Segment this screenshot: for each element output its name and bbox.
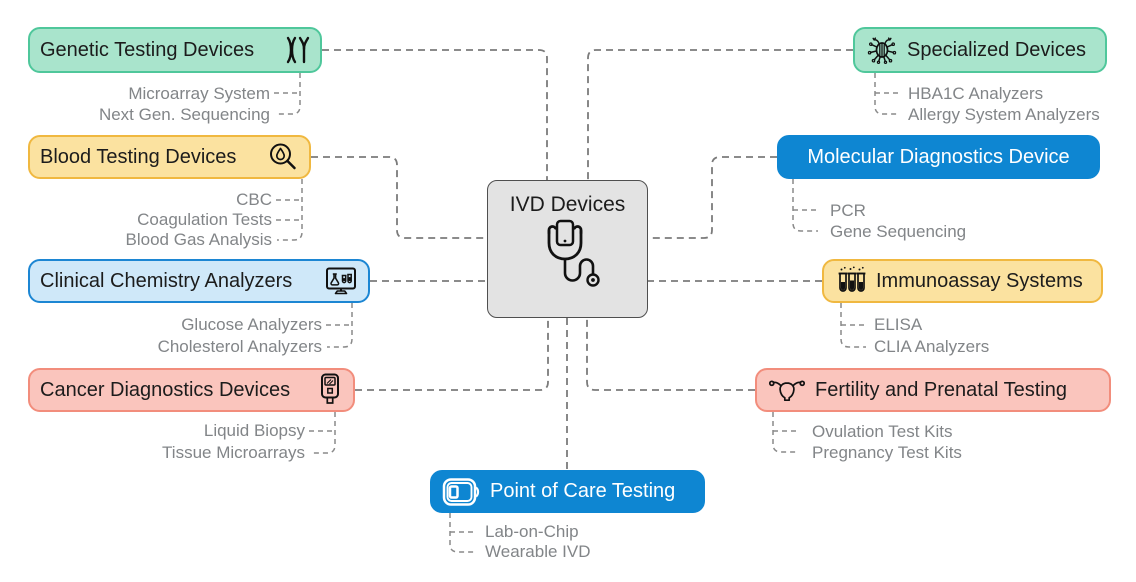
stethoscope-phone-icon — [547, 219, 600, 287]
nanobot-icon — [867, 37, 897, 64]
branch-item: Microarray System — [128, 84, 270, 103]
blood-magnifier-icon — [270, 143, 296, 170]
branch-item: Ovulation Test Kits — [812, 422, 953, 441]
node-genetic-testing-devices: Genetic Testing Devices — [28, 27, 322, 73]
branch-blood-items: CBC Coagulation Tests Blood Gas Analysis — [126, 190, 272, 250]
branch-item: Liquid Biopsy — [203, 421, 305, 440]
branch-cancer-items: Liquid Biopsy Tissue Microarrays — [162, 420, 305, 464]
branch-molecular-items: PCR Gene Sequencing — [830, 200, 966, 242]
node-label: Genetic Testing Devices — [40, 38, 255, 61]
branch-item: Blood Gas Analysis — [125, 230, 272, 249]
branch-item: HBA1C Analyzers — [908, 84, 1044, 103]
branch-item: Wearable IVD — [485, 542, 591, 561]
node-blood-testing-devices: Blood Testing Devices — [28, 135, 311, 179]
poc-meter-icon — [442, 477, 480, 506]
analyzer-monitor-icon — [326, 267, 356, 295]
branch-item: Allergy System Analyzers — [908, 105, 1100, 124]
branch-item: Next Gen. Sequencing — [98, 105, 270, 124]
chromosome-icon — [286, 36, 310, 64]
node-label: Point of Care Testing — [490, 480, 676, 502]
branch-item: Cholesterol Analyzers — [157, 337, 322, 356]
node-cancer-diagnostics-devices: Cancer Diagnostics Devices — [28, 368, 355, 412]
node-ivd-devices: IVD Devices — [487, 180, 648, 318]
uterus-icon — [768, 380, 806, 402]
node-label: Blood Testing Devices — [40, 145, 237, 168]
node-label: Molecular Diagnostics Device — [807, 145, 1070, 168]
branch-item: CLIA Analyzers — [874, 337, 990, 356]
center-title: IVD Devices — [509, 193, 626, 216]
branch-poc-items: Lab-on-Chip Wearable IVD — [485, 522, 591, 562]
branch-item: CBC — [236, 190, 272, 209]
branch-item: Glucose Analyzers — [181, 315, 322, 334]
node-label: Clinical Chemistry Analyzers — [40, 269, 293, 292]
branch-item: PCR — [830, 201, 866, 220]
branch-item: Pregnancy Test Kits — [812, 443, 962, 462]
node-label: Fertility and Prenatal Testing — [815, 378, 1067, 401]
branch-clinical-items: Glucose Analyzers Cholesterol Analyzers — [158, 314, 322, 358]
branch-immunoassay-items: ELISA CLIA Analyzers — [874, 314, 989, 358]
branch-fertility-items: Ovulation Test Kits Pregnancy Test Kits — [812, 421, 962, 463]
node-immunoassay-systems: Immunoassay Systems — [822, 259, 1103, 303]
node-label: Specialized Devices — [907, 38, 1086, 61]
branch-item: Gene Sequencing — [830, 222, 967, 241]
branch-item: Lab-on-Chip — [485, 522, 579, 541]
node-specialized-devices: Specialized Devices — [853, 27, 1107, 73]
test-tubes-icon — [838, 266, 866, 292]
branch-item: Coagulation Tests — [137, 210, 272, 229]
node-fertility-and-prenatal-testing: Fertility and Prenatal Testing — [755, 368, 1111, 412]
node-label: Immunoassay Systems — [876, 269, 1083, 292]
handheld-meter-icon — [321, 373, 339, 404]
branch-specialized-items: HBA1C Analyzers Allergy System Analyzers — [908, 83, 1100, 125]
node-clinical-chemistry-analyzers: Clinical Chemistry Analyzers — [28, 259, 370, 303]
branch-item: Tissue Microarrays — [162, 443, 305, 462]
node-label: Cancer Diagnostics Devices — [40, 378, 291, 401]
node-molecular-diagnostics-device: Molecular Diagnostics Device — [777, 135, 1100, 179]
branch-item: ELISA — [874, 315, 923, 334]
node-point-of-care-testing: Point of Care Testing — [430, 470, 705, 513]
branch-genetic-items: Microarray System Next Gen. Sequencing — [99, 83, 270, 125]
